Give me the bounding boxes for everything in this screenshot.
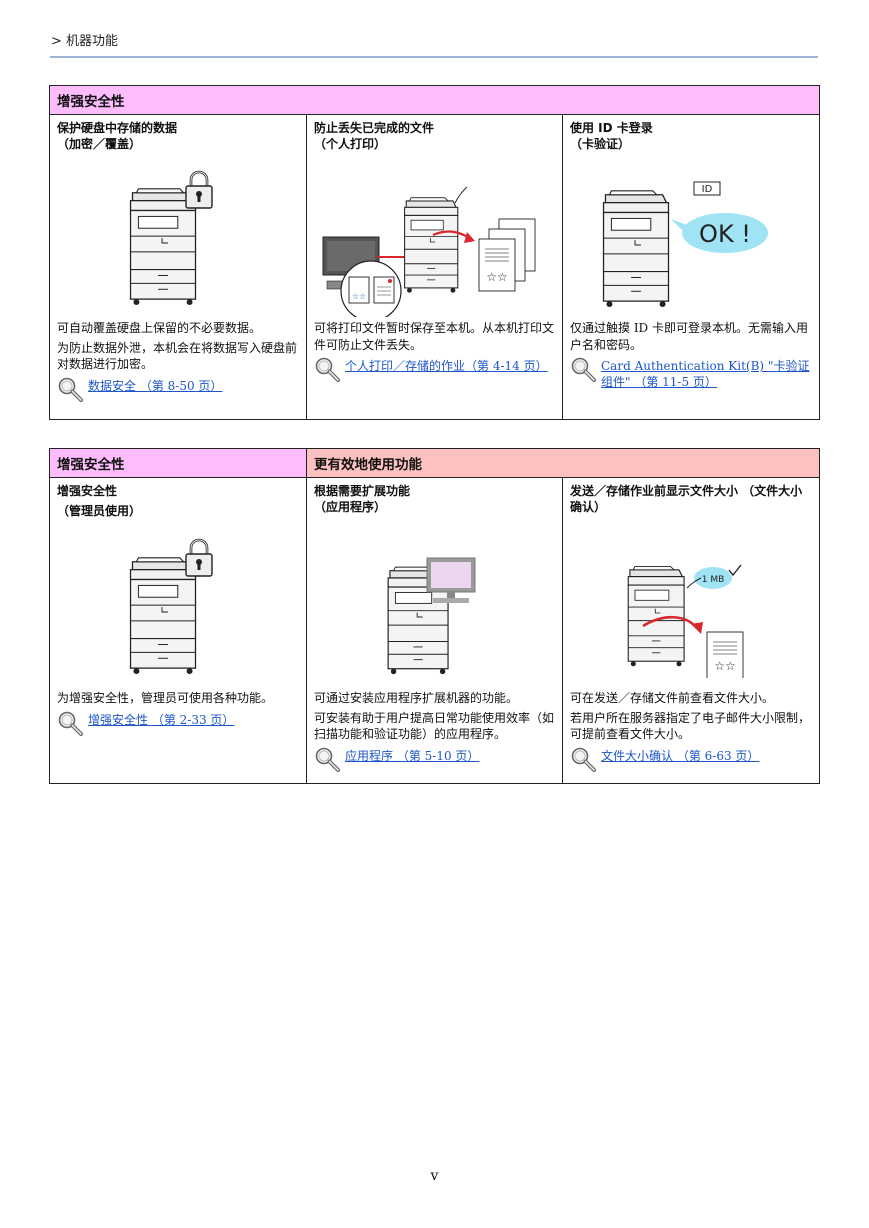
printer-icon	[129, 170, 214, 306]
magnifier-icon	[57, 710, 83, 736]
svg-text:☆☆: ☆☆	[352, 292, 366, 301]
id-card-icon: ID	[693, 181, 721, 196]
feature-cell-file-size: 发送／存储作业前显示文件大小 （文件大小确认） 1 MB	[562, 477, 820, 784]
magnifier-icon	[57, 376, 83, 402]
monitor-icon	[426, 557, 476, 603]
feature-description: 可在发送／存储文件前查看文件大小。 若用户所在服务器指定了电子邮件大小限制，可提…	[570, 690, 813, 772]
reference-link-row: Card Authentication Kit(B) "卡验证组件" （第 11…	[570, 356, 813, 390]
feature-title: 增强安全性 （管理员使用）	[57, 484, 142, 518]
document-stack-icon: ☆☆	[478, 218, 536, 292]
svg-text:OK !: OK !	[699, 220, 751, 248]
reference-link-row: 文件大小确认 （第 6-63 页）	[570, 746, 813, 772]
feature-cell-encryption: 保护硬盘中存储的数据 （加密／覆盖） 可自动覆盖硬盘上保留的不必要数据。 为防止…	[49, 114, 307, 420]
reference-link-row: 应用程序 （第 5-10 页）	[314, 746, 556, 772]
computer-icon	[322, 236, 380, 290]
feature-title: 发送／存储作业前显示文件大小 （文件大小确认）	[570, 484, 803, 514]
enhanced-security-link[interactable]: 增强安全性 （第 2-33 页）	[88, 712, 235, 727]
feature-title: 保护硬盘中存储的数据 （加密／覆盖）	[57, 121, 178, 151]
feature-description: 仅通过触摸 ID 卡即可登录本机。无需输入用户名和密码。 Card Authen…	[570, 320, 813, 390]
svg-text:1 MB: 1 MB	[702, 575, 725, 585]
page-number: v	[430, 1168, 439, 1184]
data-security-link[interactable]: 数据安全 （第 8-50 页）	[88, 378, 223, 393]
feature-description: 可通过安装应用程序扩展机器的功能。 可安装有助于用户提高日常功能使用效率（如扫描…	[314, 690, 556, 772]
reference-link-row: 数据安全 （第 8-50 页）	[57, 376, 300, 402]
feature-description: 为增强安全性，管理员可使用各种功能。 增强安全性 （第 2-33 页）	[57, 690, 300, 736]
feature-cell-applications: 根据需要扩展功能 （应用程序） 可通过安装应用程序扩展机器的功能。 可安装有助于…	[306, 477, 563, 784]
feature-title: 使用 ID 卡登录 （卡验证）	[570, 121, 653, 151]
magnifier-icon	[570, 356, 596, 382]
section-header-security: 增强安全性	[49, 448, 307, 478]
header-rule	[50, 56, 818, 58]
printer-icon	[602, 190, 670, 308]
breadcrumb: > 机器功能	[51, 34, 119, 49]
svg-text:ID: ID	[702, 184, 713, 195]
magnifier-icon	[570, 746, 596, 772]
illustration	[50, 167, 306, 307]
section-header-security: 增强安全性	[49, 85, 820, 115]
card-auth-link[interactable]: Card Authentication Kit(B) "卡验证组件" （第 11…	[601, 359, 810, 389]
illustration: 1 MB ☆☆	[563, 528, 819, 685]
reference-link-row: 增强安全性 （第 2-33 页）	[57, 710, 300, 736]
padlock-icon	[184, 538, 214, 578]
feature-cell-private-print: 防止丢失已完成的文件 （个人打印） ☆☆	[306, 114, 563, 420]
printer-icon	[129, 538, 214, 675]
file-size-link[interactable]: 文件大小确认 （第 6-63 页）	[601, 748, 760, 763]
feature-cell-card-auth: 使用 ID 卡登录 （卡验证） ID OK ! 仅通过触摸 ID 卡即可登录本机…	[562, 114, 820, 420]
reference-link-row: 个人打印／存储的作业（第 4-14 页）	[314, 356, 556, 382]
feature-title: 根据需要扩展功能 （应用程序）	[314, 484, 411, 514]
illustration: ID OK !	[563, 167, 819, 308]
document-icon: ☆☆	[706, 631, 744, 685]
magnifier-icon	[314, 356, 340, 382]
feature-cell-admin-security: 增强安全性 （管理员使用） 为增强安全性，管理员可使用各种功能。 增强安全性 （…	[49, 477, 307, 784]
private-print-link[interactable]: 个人打印／存储的作业（第 4-14 页）	[345, 359, 548, 373]
padlock-icon	[184, 170, 214, 210]
checkmark-icon	[728, 564, 742, 577]
svg-text:☆☆: ☆☆	[486, 270, 508, 284]
feature-description: 可将打印文件暂时保存至本机。从本机打印文件可防止文件丢失。 个人打印／存储的作业…	[314, 320, 556, 382]
svg-text:☆☆: ☆☆	[714, 659, 736, 673]
illustration	[307, 528, 562, 678]
feature-table-2: 增强安全性 更有效地使用功能 增强安全性 （管理员使用） 为增强安全性，管理员可…	[49, 448, 820, 784]
applications-link[interactable]: 应用程序 （第 5-10 页）	[345, 748, 480, 763]
feature-table-1: 增强安全性 保护硬盘中存储的数据 （加密／覆盖） 可自动覆盖硬盘上保留的不必要数…	[49, 85, 820, 420]
magnifier-icon	[314, 746, 340, 772]
section-header-efficiency: 更有效地使用功能	[306, 448, 820, 478]
illustration: ☆☆	[307, 167, 562, 322]
illustration	[50, 532, 306, 677]
feature-description: 可自动覆盖硬盘上保留的不必要数据。 为防止数据外泄，本机会在将数据写入硬盘前对数…	[57, 320, 300, 402]
feature-title: 防止丢失已完成的文件 （个人打印）	[314, 121, 435, 151]
